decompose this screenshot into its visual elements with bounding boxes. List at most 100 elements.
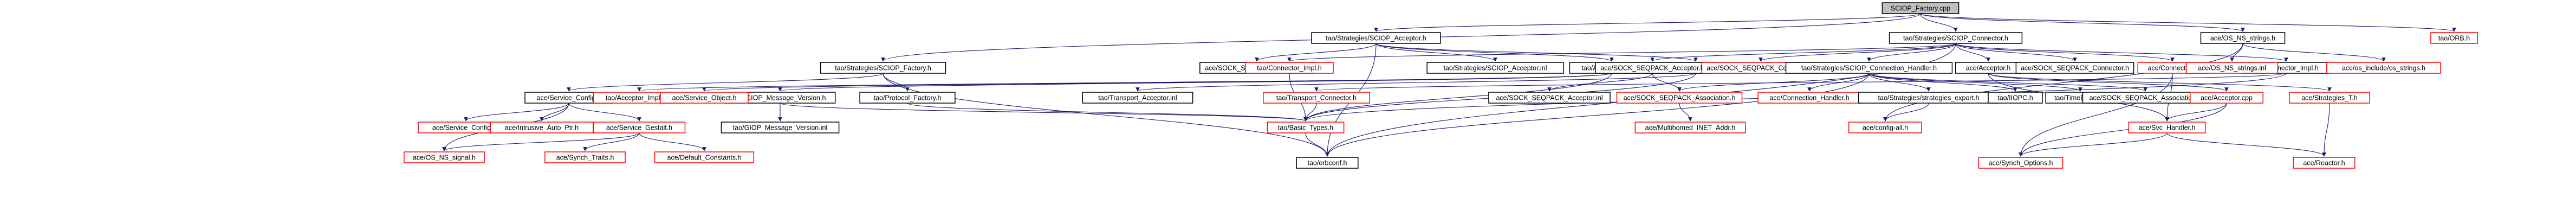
graph-node[interactable]: ace/Strategies_T.h	[2289, 92, 2370, 104]
node-label: tao/Strategies/SCIOP_Connector.h	[1903, 35, 2008, 42]
graph-node[interactable]: ace/SOCK_SEQPACK_Association.h	[1616, 92, 1743, 104]
edge-arrow	[1867, 43, 1956, 62]
nodes-layer: SCIOP_Factory.cpp tao/Strategies/SCIOP_Ac…	[404, 2, 2478, 169]
edge-arrow	[1135, 73, 1696, 92]
graph-node[interactable]: tao/Strategies/SCIOP_Connection_Handler.…	[1785, 62, 1953, 74]
node-box	[1426, 62, 1564, 74]
edge-arrow	[778, 73, 1612, 92]
graph-node[interactable]: tao/orbconf.h	[1296, 157, 1359, 169]
graph-node[interactable]: ace/SOCK_SEQPACK_Association.h	[2082, 92, 2209, 104]
graph-node[interactable]: ace/os_include/os_strings.h	[2326, 62, 2441, 74]
node-box	[1889, 32, 2023, 44]
edge-arrow	[2242, 43, 2386, 62]
edge-arrow	[540, 103, 569, 122]
node-label: ace/Connection_Handler.h	[1769, 94, 1849, 102]
node-label: ace/OS_NS_strings.inl	[2198, 65, 2266, 72]
graph-node[interactable]: ace/OS_NS_strings.inl	[2185, 62, 2279, 74]
graph-node[interactable]: tao/Strategies/SCIOP_Connector.h	[1889, 32, 2023, 44]
edge-arrow	[1883, 43, 2243, 122]
edge-arrow	[1868, 73, 1931, 92]
node-label: ace/SOCK_SEQPACK_Connector.h	[2021, 65, 2129, 72]
edge-arrow	[2322, 103, 2330, 157]
graph-node[interactable]: tao/Strategies/strategies_export.h	[1858, 92, 2000, 104]
node-box	[2326, 62, 2441, 74]
graph-node[interactable]: tao/Strategies/SCIOP_Acceptor.inl	[1426, 62, 1564, 74]
node-box	[2128, 122, 2206, 133]
graph-node[interactable]: tao/Basic_Types.h	[1267, 122, 1345, 133]
graph-node[interactable]: ace/Service_Object.h	[660, 92, 749, 104]
graph-node[interactable]: ace/SOCK_SEQPACK_Connector.h	[2015, 62, 2134, 74]
node-box	[1082, 92, 1193, 104]
node-label: tao/GIOP_Message_Version.h	[735, 94, 826, 102]
graph-node[interactable]: ace/Reactor.h	[2293, 157, 2356, 169]
graph-node[interactable]: ace/Svc_Handler.h	[2128, 122, 2206, 133]
edge-arrow	[1920, 13, 2456, 32]
node-label: tao/Basic_Types.h	[1278, 124, 1333, 132]
node-box	[2293, 157, 2356, 169]
graph-node[interactable]: tao/GIOP_Message_Version.inl	[721, 122, 840, 133]
node-label: ace/Acceptor.cpp	[2201, 94, 2253, 102]
node-box	[1267, 122, 1345, 133]
node-box	[654, 151, 755, 163]
node-label: ace/Service_Config.h	[537, 94, 601, 102]
node-box	[2190, 92, 2263, 104]
node-label: ace/SOCK_SEQPACK_Acceptor.inl	[1496, 94, 1602, 102]
node-box	[2200, 32, 2286, 44]
graph-node[interactable]: ace/Synch_Options.h	[1978, 157, 2064, 169]
graph-node[interactable]: SCIOP_Factory.cpp	[1881, 2, 1959, 14]
graph-node[interactable]: tao/Transport_Acceptor.inl	[1082, 92, 1193, 104]
edge-arrow	[1868, 73, 2082, 92]
node-label: tao/Transport_Connector.h	[1276, 94, 1357, 102]
node-box	[820, 62, 946, 74]
graph-node[interactable]: ace/Service_Config.h	[524, 92, 613, 104]
graph-node[interactable]: ace/Default_Constants.h	[654, 151, 755, 163]
graph-node[interactable]: ace/SOCK_SEQPACK_Acceptor.inl	[1488, 92, 1611, 104]
edge-arrow	[1314, 73, 2287, 92]
edge-arrow	[2165, 103, 2227, 122]
node-label: tao/GIOP_Message_Version.inl	[733, 124, 827, 132]
node-label: ace/Intrusive_Auto_Ptr.h	[505, 124, 579, 132]
node-box	[404, 151, 485, 163]
graph-node[interactable]: ace/OS_NS_signal.h	[404, 151, 485, 163]
graph-node[interactable]: tao/Strategies/SCIOP_Acceptor.h	[1311, 32, 1441, 44]
node-label: tao/Strategies/SCIOP_Acceptor.h	[1326, 35, 1426, 42]
edge-arrow	[1955, 43, 1990, 62]
edge-arrow	[1759, 43, 1956, 62]
node-label: ace/SOCK_SEQPACK_Association.h	[2090, 94, 2202, 102]
graph-node[interactable]: ace/Acceptor.cpp	[2190, 92, 2263, 104]
node-label: tao/orbconf.h	[1308, 160, 1347, 167]
graph-node[interactable]: ace/config-all.h	[1848, 122, 1922, 133]
node-label: ace/Connector.h	[2147, 65, 2197, 72]
node-box	[1296, 157, 1359, 169]
edge-arrow	[2230, 43, 2243, 62]
graph-node[interactable]: ace/Acceptor.h	[1955, 62, 2022, 74]
graph-node[interactable]: ace/SOCK_SEQPACK_Acceptor.h	[1595, 62, 1710, 74]
graph-node[interactable]: ace/Synch_Traits.h	[544, 151, 626, 163]
edge-arrow	[464, 103, 569, 122]
node-label: ace/Service_Gestalt.h	[606, 124, 672, 132]
node-box	[1848, 122, 1922, 133]
node-label: tao/Connector_Impl.h	[1257, 65, 1322, 72]
graph-node[interactable]: tao/ORB.h	[2430, 32, 2478, 44]
graph-node[interactable]: ace/OS_NS_strings.h	[2200, 32, 2286, 44]
edge-arrow	[1807, 73, 1870, 92]
edge-arrow	[1679, 103, 1692, 122]
graph-node[interactable]: tao/Transport_Connector.h	[1263, 92, 1370, 104]
graph-node[interactable]: ace/Connection_Handler.h	[1757, 92, 1861, 104]
graph-node[interactable]: tao/Connector_Impl.h	[1245, 62, 1334, 74]
graph-node[interactable]: tao/Strategies/SCIOP_Factory.h	[820, 62, 946, 74]
edge-arrow	[1303, 73, 1612, 122]
graph-node[interactable]: ace/Intrusive_Auto_Ptr.h	[490, 122, 594, 133]
edge-arrow	[1650, 43, 1956, 62]
node-box	[1978, 157, 2064, 169]
edge-arrow	[907, 103, 1308, 122]
graph-node[interactable]: ace/Service_Gestalt.h	[593, 122, 686, 133]
graph-node[interactable]: ace/Multihomed_INET_Addr.h	[1634, 122, 1746, 133]
node-label: ace/Strategies_T.h	[2301, 94, 2358, 102]
graph-node[interactable]: tao/Protocol_Factory.h	[859, 92, 956, 104]
node-box	[721, 122, 840, 133]
node-box	[593, 122, 686, 133]
graph-node[interactable]: tao/IIOPC.h	[1988, 92, 2043, 104]
node-box	[1488, 92, 1611, 104]
